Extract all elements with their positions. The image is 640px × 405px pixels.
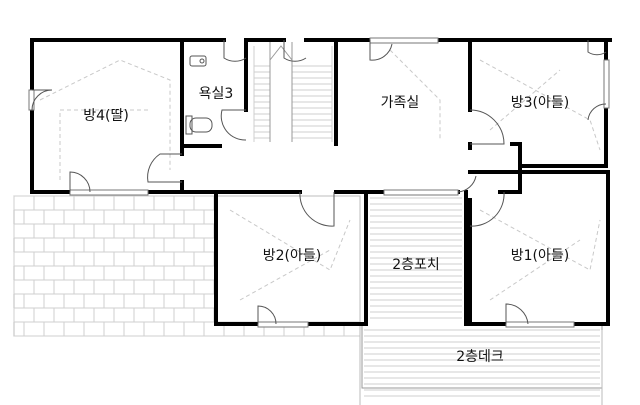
walls xyxy=(30,38,612,326)
room-label-bedroom4: 방4(딸) xyxy=(83,108,129,124)
terrace-left-tiles xyxy=(13,195,361,337)
door-swing-bedroom4 xyxy=(147,153,182,183)
room-label-bedroom2: 방2(아들) xyxy=(263,248,321,264)
door-swing-bedroom4-left xyxy=(31,89,53,111)
room-label-bedroom3: 방3(아들) xyxy=(511,95,569,111)
room-label-bathroom3: 욕실3 xyxy=(199,86,234,102)
sink-icon xyxy=(189,55,207,67)
doors xyxy=(31,40,607,325)
porch-stripes xyxy=(370,197,462,319)
room-label-porch: 2층포치 xyxy=(392,257,440,273)
room-label-bedroom1: 방1(아들) xyxy=(511,248,569,264)
room-label-deck: 2층데크 xyxy=(456,349,504,365)
door-swing-bathroom3 xyxy=(220,109,247,141)
toilet-icon xyxy=(189,117,213,133)
door-swing-bedroom2 xyxy=(299,191,335,227)
door-swing-bedroom1 xyxy=(469,191,505,227)
room-labels: 방4(딸) 욕실3 가족실 방3(아들) 방2(아들) 2층포치 방1(아들) … xyxy=(83,86,569,365)
bathroom-fixtures xyxy=(185,55,213,135)
furniture-hints xyxy=(39,49,601,301)
room-label-family-room: 가족실 xyxy=(381,95,420,111)
deck-area xyxy=(359,322,603,405)
door-swing-bedroom3 xyxy=(469,109,505,145)
staircase xyxy=(253,42,333,142)
